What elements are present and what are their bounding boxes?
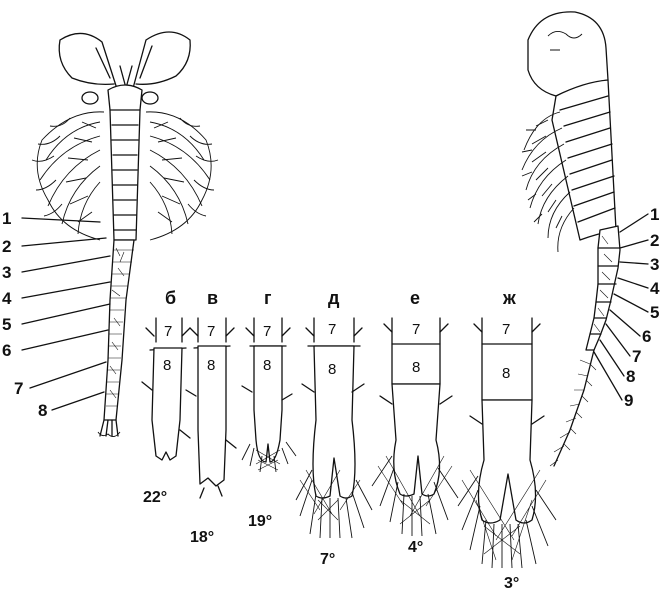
tail-b: б 7 8 22° <box>142 288 190 506</box>
tail-d-letter: д <box>328 288 340 308</box>
tail-e-letter: е <box>410 288 420 308</box>
right-number-5: 5 <box>650 303 659 322</box>
left-number-6: 6 <box>2 341 11 360</box>
tail-g-segment-8: 8 <box>263 357 271 374</box>
tail-zh-segment-7: 7 <box>502 321 510 338</box>
tail-g: г 7 8 19° <box>242 288 296 530</box>
tail-v: в 7 8 18° <box>186 288 236 546</box>
left-number-7: 7 <box>14 379 23 398</box>
right-number-1: 1 <box>650 205 659 224</box>
right-specimen: 1 2 3 4 5 6 7 8 9 <box>522 12 660 466</box>
tail-g-segment-7: 7 <box>263 323 271 340</box>
tail-v-segment-7: 7 <box>207 323 215 340</box>
tail-e: е 7 8 4° <box>372 288 458 556</box>
left-number-8: 8 <box>38 401 47 420</box>
tail-d: д 7 8 7° <box>296 288 372 568</box>
right-number-9: 9 <box>624 391 633 410</box>
tail-d-segment-7: 7 <box>328 321 336 338</box>
tail-d-segment-8: 8 <box>328 361 336 378</box>
right-number-3: 3 <box>650 255 659 274</box>
right-number-8: 8 <box>626 367 635 386</box>
tail-g-letter: г <box>264 288 272 308</box>
tail-b-segment-8: 8 <box>163 357 171 374</box>
right-number-7: 7 <box>632 347 641 366</box>
right-number-4: 4 <box>650 279 660 298</box>
left-number-4: 4 <box>2 289 12 308</box>
left-number-3: 3 <box>2 263 11 282</box>
left-specimen: 1 2 3 4 5 6 7 8 <box>2 32 218 437</box>
tail-v-temperature: 18° <box>190 529 214 546</box>
tail-d-temperature: 7° <box>320 551 335 568</box>
tail-zh: ж 7 8 3° <box>458 288 556 592</box>
tail-zh-temperature: 3° <box>504 575 519 592</box>
tail-b-letter: б <box>165 288 176 308</box>
tail-b-temperature: 22° <box>143 489 167 506</box>
tail-v-segment-8: 8 <box>207 357 215 374</box>
tail-b-segment-7: 7 <box>164 323 172 340</box>
tail-g-temperature: 19° <box>248 513 272 530</box>
left-number-1: 1 <box>2 209 11 228</box>
tail-v-letter: в <box>207 288 218 308</box>
tail-e-segment-8: 8 <box>412 359 420 376</box>
tail-e-temperature: 4° <box>408 539 423 556</box>
tail-zh-segment-8: 8 <box>502 365 510 382</box>
tail-e-segment-7: 7 <box>412 321 420 338</box>
right-number-6: 6 <box>642 327 651 346</box>
left-number-5: 5 <box>2 315 11 334</box>
right-number-2: 2 <box>650 231 659 250</box>
tail-zh-letter: ж <box>502 288 516 308</box>
left-number-2: 2 <box>2 237 11 256</box>
